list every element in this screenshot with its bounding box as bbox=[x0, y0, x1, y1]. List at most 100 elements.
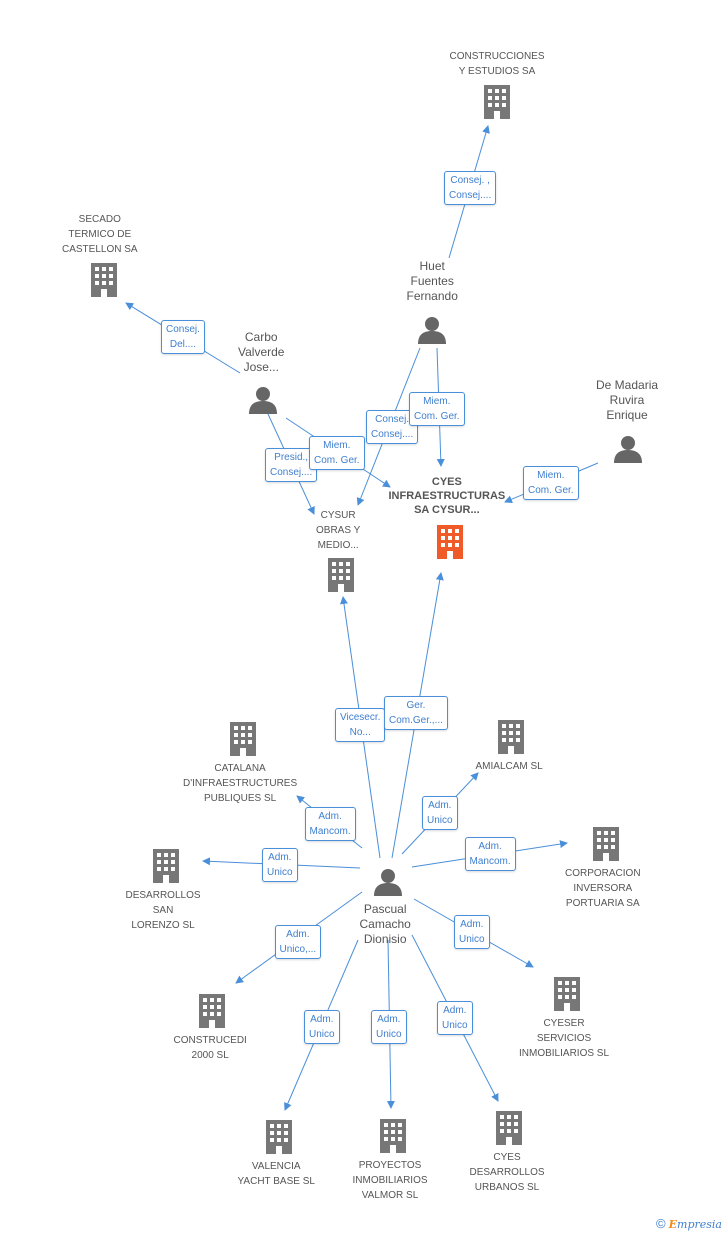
person-label-line: Enrique bbox=[606, 408, 648, 422]
relation-role-text: Mancom. bbox=[469, 856, 511, 867]
relation-role-text: Com. Ger. bbox=[528, 485, 574, 496]
company-label-line: INMOBILIARIOS SL bbox=[519, 1048, 610, 1059]
relation-box-pascual-to-construcedi[interactable]: Adm. Unico,... bbox=[274, 925, 322, 959]
relation-box-huet-to-construcciones[interactable]: Consej. , Consej.... bbox=[444, 171, 497, 205]
person-icon[interactable] bbox=[249, 387, 277, 414]
brand-initial: E bbox=[668, 1218, 678, 1231]
relation-role-text: No... bbox=[349, 727, 371, 738]
company-label-line: CONSTRUCEDI bbox=[173, 1035, 247, 1046]
building-icon[interactable] bbox=[496, 1111, 522, 1145]
relation-role-text: Mancom. bbox=[309, 826, 351, 837]
company-label-line: CYES bbox=[431, 476, 462, 488]
relation-box-pascual-to-proyectos[interactable]: Adm. Unico bbox=[371, 1010, 407, 1044]
relation-role-text: Unico bbox=[376, 1029, 402, 1040]
person-label-line: Ruvira bbox=[609, 393, 645, 407]
building-icon[interactable] bbox=[266, 1120, 292, 1154]
building-icon[interactable] bbox=[153, 849, 179, 883]
relation-role-text: Consej. , bbox=[450, 175, 490, 186]
building-icon[interactable] bbox=[498, 720, 524, 754]
relation-box-demadaria-to-cyes_infra[interactable]: Miem. Com. Ger. bbox=[523, 466, 579, 500]
relation-edges bbox=[125, 125, 599, 1111]
relation-role-text: Ger. bbox=[406, 700, 426, 711]
building-icon[interactable] bbox=[484, 85, 510, 119]
company-label-line: YACHT BASE SL bbox=[237, 1176, 315, 1187]
company-label-line: VALENCIA bbox=[251, 1161, 301, 1172]
company-label-construcciones[interactable]: CONSTRUCCIONES Y ESTUDIOS SA bbox=[450, 49, 545, 79]
relation-role-text: Adm. bbox=[443, 1005, 467, 1016]
company-label-line: Y ESTUDIOS SA bbox=[458, 66, 536, 77]
company-label-cyes-infra[interactable]: CYES INFRAESTRUCTURAS SA CYSUR... bbox=[389, 475, 506, 517]
footer-brand[interactable]: © Empresia bbox=[656, 1216, 722, 1231]
company-label-construcedi[interactable]: CONSTRUCEDI 2000 SL bbox=[174, 1033, 247, 1063]
relation-role-text: Adm. bbox=[428, 800, 452, 811]
relation-box-carbo-to-secado[interactable]: Consej.Del.... bbox=[161, 320, 205, 354]
relation-box-pascual-to-cyes_infra[interactable]: Ger.Com.Ger.,... bbox=[384, 696, 448, 730]
building-icon[interactable] bbox=[91, 263, 117, 297]
brand-name: mpresia bbox=[677, 1218, 722, 1231]
relation-role-text: Del.... bbox=[169, 339, 197, 350]
person-label-line: Fernando bbox=[406, 289, 458, 303]
relation-box-pascual-to-valencia[interactable]: Adm.Unico bbox=[304, 1010, 340, 1044]
relation-role-text: Unico bbox=[267, 867, 293, 878]
person-icon[interactable] bbox=[374, 869, 402, 896]
building-icon[interactable] bbox=[230, 722, 256, 756]
relation-role-text: Consej.... bbox=[449, 190, 492, 201]
person-label-line: Jose... bbox=[243, 360, 279, 374]
relation-role-text: Adm. bbox=[377, 1014, 401, 1025]
company-label-line: SERVICIOS bbox=[536, 1033, 592, 1044]
relation-role-text: Miem. bbox=[423, 396, 451, 407]
relation-box-pascual-to-corporacion[interactable]: Adm.Mancom. bbox=[464, 837, 516, 871]
company-label-amialcam[interactable]: AMIALCAM SL bbox=[476, 759, 543, 774]
building-icon[interactable] bbox=[380, 1119, 406, 1153]
relation-box-pascual-to-desarrollos_san[interactable]: Adm.Unico bbox=[262, 848, 298, 882]
relation-role-text: Unico,... bbox=[279, 944, 317, 955]
company-label-line: CONSTRUCCIONES bbox=[449, 51, 545, 62]
node-icons bbox=[91, 85, 642, 1154]
company-label-line: PUBLIQUES SL bbox=[203, 793, 277, 804]
building-icon[interactable] bbox=[593, 827, 619, 861]
person-icon[interactable] bbox=[418, 317, 446, 344]
person-label-line: Huet bbox=[419, 259, 445, 273]
person-label-line: Valverde bbox=[238, 345, 285, 359]
relation-box-pascual-to-amialcam[interactable]: Adm.Unico bbox=[422, 796, 458, 830]
relation-box-pascual-to-cyes_desarrollos[interactable]: Adm.Unico bbox=[437, 1001, 473, 1035]
company-label-line: INVERSORA bbox=[573, 883, 633, 894]
relation-box-pascual-to-cyeser[interactable]: Adm.Unico bbox=[454, 915, 490, 949]
relation-role-text: Adm. bbox=[286, 929, 310, 940]
person-label-line: Carbo bbox=[244, 330, 278, 344]
relation-role-text: Miem. bbox=[537, 470, 565, 481]
relation-role-text: Com. Ger. bbox=[414, 411, 460, 422]
relation-box-carbo-to-cyes_infra[interactable]: Miem.Com. Ger. bbox=[309, 436, 365, 470]
relation-box-huet-to-cyes_infra[interactable]: Miem. Com. Ger. bbox=[409, 392, 465, 426]
building-icon[interactable] bbox=[554, 977, 580, 1011]
building-icon[interactable] bbox=[328, 558, 354, 592]
person-icon[interactable] bbox=[614, 436, 642, 463]
building-icon[interactable] bbox=[437, 525, 463, 559]
company-label-line: 2000 SL bbox=[191, 1050, 229, 1061]
relation-role-text: Consej.... bbox=[371, 429, 414, 440]
building-icon[interactable] bbox=[199, 994, 225, 1028]
company-label-line: VALMOR SL bbox=[361, 1190, 419, 1201]
company-label-line: INFRAESTRUCTURAS bbox=[388, 490, 506, 502]
relation-role-text: Adm. bbox=[318, 811, 342, 822]
company-label-valencia[interactable]: VALENCIA YACHT BASE SL bbox=[238, 1159, 315, 1189]
relation-box-pascual-to-catalana[interactable]: Adm. Mancom. bbox=[304, 807, 356, 841]
relation-role-text: Adm. bbox=[310, 1014, 334, 1025]
relation-role-text: Unico bbox=[459, 934, 485, 945]
company-label-line: SA CYSUR... bbox=[414, 504, 480, 516]
company-label-line: SECADO bbox=[78, 214, 121, 225]
relation-box-pascual-to-cysur[interactable]: Vicesecr.No... bbox=[335, 708, 386, 742]
